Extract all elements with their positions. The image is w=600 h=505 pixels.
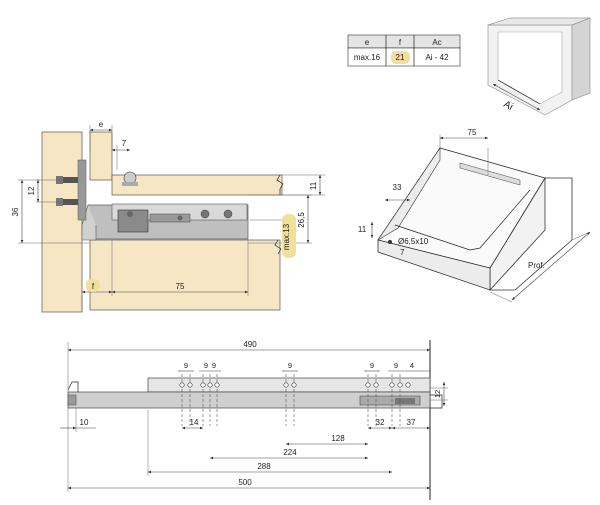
spec-table-header-f: f — [399, 38, 402, 47]
label-500: 500 — [238, 478, 252, 487]
spec-table-header-e: e — [365, 38, 370, 47]
label-9: 9 — [394, 361, 398, 370]
spec-table-value-e: max.16 — [354, 53, 381, 62]
label-max13-highlight — [282, 214, 296, 258]
spec-table-value-f: 21 — [396, 53, 405, 62]
cabinet-label-ai: Ai — [502, 99, 515, 113]
label-32: 32 — [376, 418, 385, 427]
label-4: 4 — [410, 361, 414, 370]
label-36: 36 — [11, 207, 20, 216]
spec-table: e f Ac max.16 21 Ai - 42 — [347, 34, 461, 67]
spec-table-header-ac: Ac — [432, 38, 441, 47]
label-490: 490 — [243, 340, 257, 349]
lower-drawer-panel — [89, 239, 281, 311]
dimension-prof — [511, 231, 591, 301]
drawer-isometric: 75 33 11 Ø6,5x10 7 Prof. — [358, 128, 591, 303]
label-e: e — [99, 120, 104, 129]
cabinet-icon: Ai — [487, 17, 591, 116]
label-7-drawer: 7 — [400, 248, 405, 257]
label-max13: max.13 — [282, 223, 291, 250]
label-9: 9 — [212, 361, 216, 370]
label-224: 224 — [283, 448, 297, 457]
label-hole: Ø6,5x10 — [398, 237, 429, 246]
label-f-highlight — [86, 279, 100, 292]
label-75-drawer: 75 — [468, 128, 477, 137]
label-12-slide: 12 — [433, 390, 442, 398]
label-37: 37 — [407, 418, 416, 427]
hole-icon — [388, 240, 392, 244]
label-9: 9 — [184, 361, 188, 370]
cross-section-drawing: e 7 12 36 11 26,5 max.13 f 75 — [11, 120, 325, 313]
slide-side-view: 490 9 9 9 9 9 9 4 12 10 14 32 37 128 — [60, 340, 448, 500]
cabinet-dimension-ai — [492, 83, 541, 111]
label-f: f — [92, 282, 95, 291]
cabinet-side-panel — [41, 131, 83, 313]
label-26-5: 26,5 — [297, 212, 306, 228]
label-288: 288 — [257, 462, 271, 471]
label-prof: Prof. — [528, 261, 545, 270]
label-9: 9 — [288, 361, 292, 370]
label-128: 128 — [331, 434, 345, 443]
drawer-front-panel — [89, 131, 113, 181]
label-12: 12 — [27, 186, 36, 195]
label-14: 14 — [190, 418, 199, 427]
spec-table-highlight — [391, 51, 410, 64]
spec-table-value-ac: Ai - 42 — [425, 53, 449, 62]
label-75-section: 75 — [176, 282, 185, 291]
label-33: 33 — [393, 183, 402, 192]
mounting-holes — [179, 374, 411, 426]
label-11-drawer: 11 — [358, 225, 367, 234]
label-9: 9 — [204, 361, 208, 370]
label-7: 7 — [122, 139, 127, 148]
label-9: 9 — [370, 361, 374, 370]
label-11: 11 — [309, 181, 318, 190]
drawer-side — [377, 239, 491, 291]
label-10: 10 — [80, 418, 89, 427]
